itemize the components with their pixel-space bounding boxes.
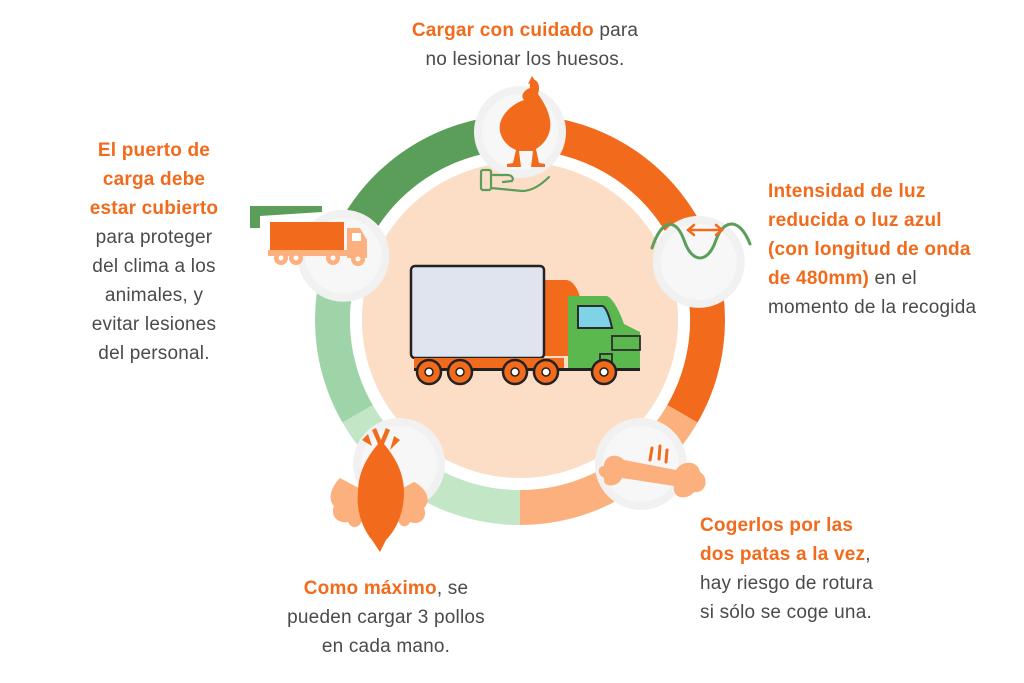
annotation-top: Cargar con cuidado para no lesionar los … — [370, 16, 680, 74]
annotation-bottom-right: Cogerlos por las dos patas a la vez, hay… — [700, 511, 940, 627]
annotation-bottom-right-bold-1: Cogerlos por las — [700, 515, 854, 536]
annotation-bottom-right-line-2: si sólo se coge una. — [700, 602, 872, 623]
annotation-left: El puerto de carga debe estar cubierto p… — [54, 136, 254, 368]
annotation-left-bold-2: carga debe — [102, 169, 206, 190]
annotation-right-rest: en el — [869, 268, 917, 289]
chicken-icon — [499, 76, 551, 167]
annotation-bottom-line-2: en cada mano. — [321, 636, 451, 657]
annotation-bottom: Como máximo, se pueden cargar 3 pollos e… — [246, 574, 526, 661]
ring-segment-dark-green — [342, 114, 520, 235]
annotation-right-bold-4: de 480mm) — [768, 268, 870, 289]
truck-wheel-hub — [599, 367, 609, 377]
truck-wheel-hub — [455, 367, 465, 377]
hanging-chickens-icon — [330, 428, 428, 552]
annotation-right-bold-1: Intensidad de luz — [768, 181, 926, 202]
canopy-truck-icon — [250, 206, 367, 266]
annotation-top-line2: no lesionar los huesos. — [425, 49, 625, 70]
annotation-top-rest: para — [593, 20, 639, 41]
annotation-right-line-5: momento de la recogida — [768, 297, 977, 318]
truck-wheel-hub — [541, 367, 551, 377]
annotation-bottom-rest: , se — [436, 578, 469, 599]
annotation-left-line-3: animales, y — [104, 285, 204, 306]
annotation-left-line-4: evitar lesiones — [91, 314, 217, 335]
ring-segment-orange — [520, 115, 698, 235]
truck-wheel-hub — [510, 367, 520, 377]
annotation-bottom-right-comma: , — [865, 544, 871, 565]
hand-icon — [479, 168, 551, 193]
annotation-right-bold-3: (con longitud de onda — [768, 239, 971, 260]
light-wave-icon — [650, 222, 752, 260]
annotation-bottom-right-line-1: hay riesgo de rotura — [700, 573, 873, 594]
bubble-right-inner — [660, 223, 737, 300]
annotation-bottom-bold: Como máximo — [303, 578, 437, 599]
annotation-right-bold-2: reducida o luz azul — [768, 210, 942, 231]
bone-icon — [598, 444, 706, 498]
annotation-left-bold-1: El puerto de — [97, 140, 211, 161]
annotation-left-line-1: para proteger — [95, 227, 213, 248]
annotation-left-line-5: del personal. — [98, 343, 210, 364]
annotation-top-bold: Cargar con cuidado — [411, 20, 594, 41]
annotation-right: Intensidad de luz reducida o luz azul (c… — [768, 177, 1018, 322]
annotation-bottom-line-1: pueden cargar 3 pollos — [287, 607, 485, 628]
annotation-left-bold-3: estar cubierto — [89, 198, 219, 219]
truck-wheel-hub — [424, 367, 434, 377]
annotation-left-line-2: del clima a los — [92, 256, 216, 277]
central-truck-icon — [409, 264, 641, 386]
annotation-bottom-right-bold-2: dos patas a la vez — [700, 544, 866, 565]
